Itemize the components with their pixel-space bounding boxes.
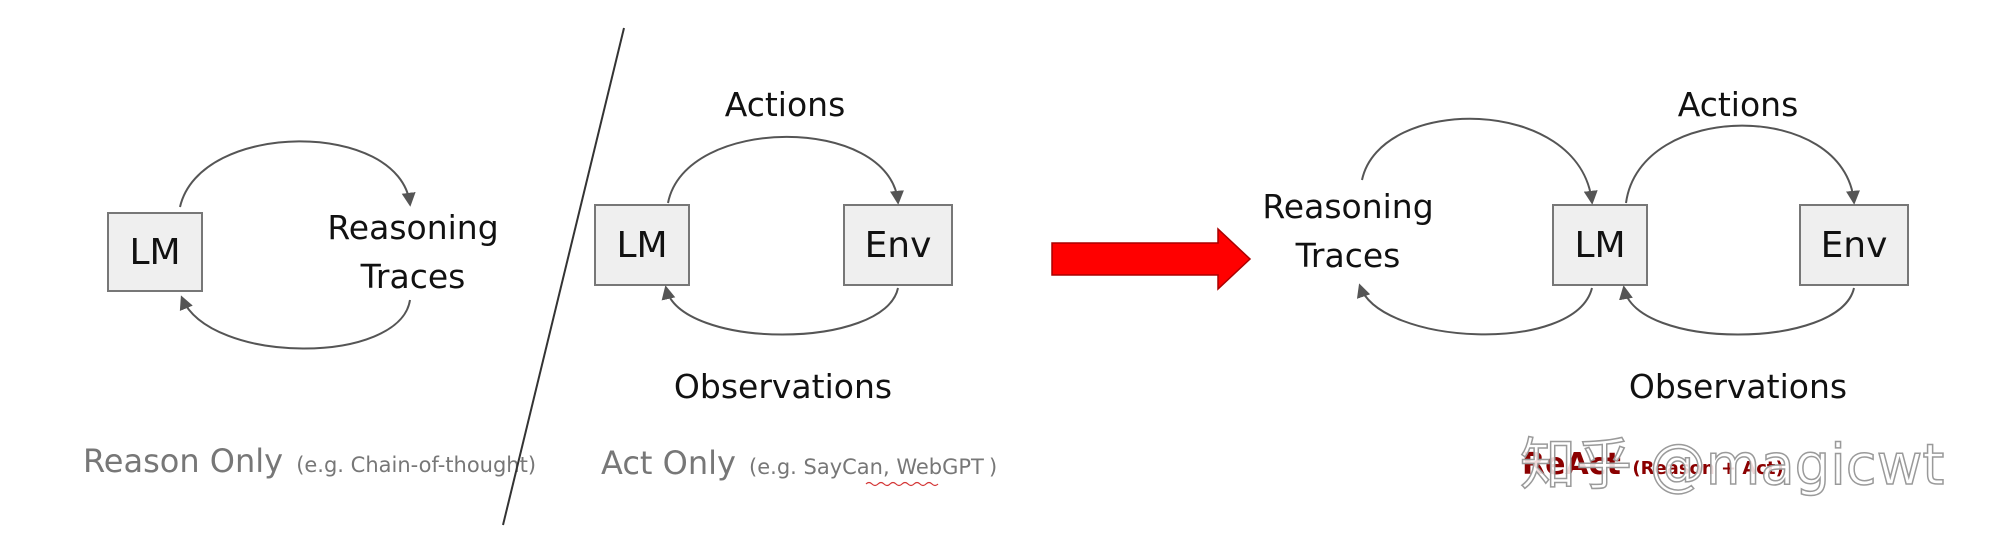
caption-main: ReAct xyxy=(1522,447,1621,482)
caption-sub: (Reason + Act) xyxy=(1632,458,1783,479)
caption-main: Reason Only xyxy=(83,442,283,480)
panel-react: Reasoning Traces Actions LM Env Observat… xyxy=(1262,85,1909,482)
caption-sub: (e.g. Chain-of-thought) xyxy=(296,453,536,477)
caption-sub-link: WebGPT xyxy=(896,455,984,479)
watermark: 知乎 @magicwt xyxy=(1520,433,1944,498)
env-box xyxy=(843,204,953,286)
caption-sub-suffix: ) xyxy=(989,455,997,479)
lm-box xyxy=(1552,204,1648,286)
reasoning-label-line2: Traces xyxy=(1295,236,1401,275)
caption-reason-only: Reason Only (e.g. Chain-of-thought) xyxy=(83,442,536,480)
reasoning-label-line1: Reasoning xyxy=(327,208,498,247)
panel-act-only: Actions LM Env Observations Act Only (e.… xyxy=(594,85,997,487)
reasoning-arrow xyxy=(1361,117,1598,205)
feedback-arrow xyxy=(1357,283,1593,336)
lm-box xyxy=(107,212,203,292)
env-label: Env xyxy=(1821,225,1888,266)
lm-label: LM xyxy=(1574,225,1625,266)
spellcheck-underline xyxy=(865,481,939,487)
reasoning-label-line1: Reasoning xyxy=(1262,187,1433,226)
observations-label: Observations xyxy=(674,367,892,406)
lm-box xyxy=(594,204,690,286)
reasoning-label-line2: Traces xyxy=(360,257,466,296)
env-label: Env xyxy=(865,225,932,266)
panel-divider xyxy=(502,27,625,526)
feedback-arrow xyxy=(179,295,411,350)
env-box xyxy=(1799,204,1909,286)
lm-label: LM xyxy=(129,232,180,273)
reasoning-arrow xyxy=(179,140,416,208)
caption-main: Act Only xyxy=(601,444,736,482)
actions-arrow xyxy=(1625,124,1860,205)
actions-label: Actions xyxy=(1678,85,1799,124)
caption-sub-prefix: (e.g. SayCan, xyxy=(749,455,896,479)
actions-arrow xyxy=(667,135,904,205)
panel-reason-only: LM Reasoning Traces Reason Only (e.g. Ch… xyxy=(83,140,536,480)
lm-label: LM xyxy=(616,225,667,266)
right-arrow-icon xyxy=(1051,227,1252,291)
caption-react: ReAct (Reason + Act) xyxy=(1522,447,1784,482)
actions-label: Actions xyxy=(725,85,846,124)
observations-arrow xyxy=(1619,285,1855,336)
observations-arrow xyxy=(661,285,899,336)
observations-label: Observations xyxy=(1629,367,1847,406)
caption-act-only: Act Only (e.g. SayCan, WebGPT ) xyxy=(601,444,997,482)
